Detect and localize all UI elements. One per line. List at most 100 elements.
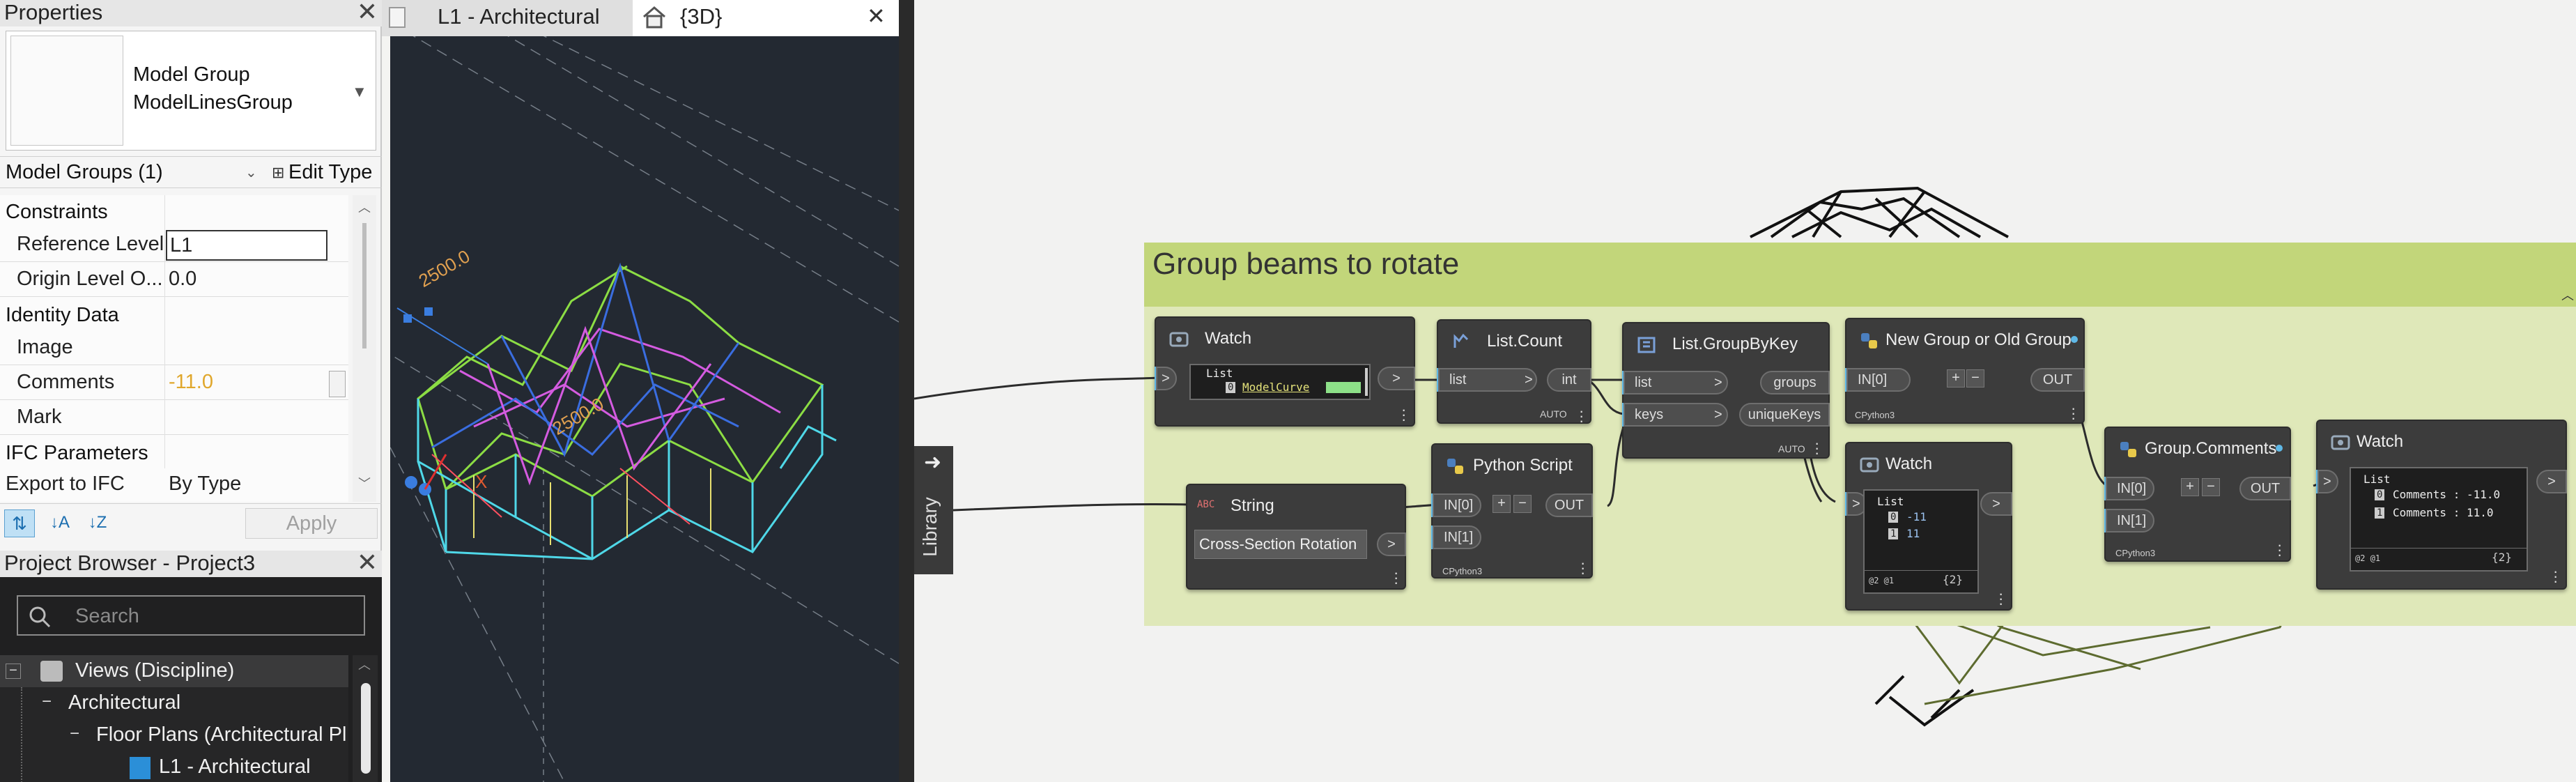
chevron-up-icon[interactable]: ︿ — [358, 658, 371, 672]
node-title: List.Count — [1487, 332, 1563, 351]
input-port[interactable]: IN[0] — [1433, 493, 1481, 517]
input-port[interactable]: > — [2317, 470, 2338, 493]
string-value-input[interactable]: Cross-Section Rotation — [1194, 530, 1367, 559]
collapse-icon[interactable]: − — [41, 692, 52, 711]
watch-preview[interactable]: List 0 ModelCurve — [1189, 364, 1371, 400]
node-title: List.GroupByKey — [1672, 335, 1798, 353]
scrollbar-thumb[interactable] — [362, 223, 367, 348]
group-by-key-node[interactable]: List.GroupByKey list> keys> groups uniqu… — [1622, 322, 1830, 461]
tab-l1-architectural[interactable]: L1 - Architectural — [385, 0, 630, 36]
chevron-down-icon[interactable]: ▼ — [352, 83, 367, 100]
edit-value-button[interactable] — [329, 371, 346, 397]
remove-input-button[interactable]: − — [2202, 478, 2220, 496]
chevron-up-icon[interactable]: ︿ — [358, 201, 371, 215]
property-value[interactable]: By Type — [169, 473, 242, 495]
group-header-identity[interactable]: Identity Data — [6, 304, 119, 326]
lacing-label: AUTO — [1778, 443, 1805, 454]
property-value[interactable]: 0.0 — [169, 268, 197, 290]
output-port[interactable]: int — [1547, 368, 1591, 392]
input-port[interactable]: list > — [1438, 368, 1537, 392]
close-icon[interactable]: ✕ — [356, 548, 378, 576]
remove-input-button[interactable]: − — [1966, 369, 1984, 388]
node-menu-icon[interactable]: ··· — [1814, 434, 1820, 461]
type-name: ModelLinesGroup — [133, 91, 293, 114]
input-port[interactable]: keys> — [1624, 403, 1728, 427]
sort-descending-icon[interactable]: ↓Z — [88, 513, 107, 532]
collapse-icon[interactable]: − — [6, 664, 21, 679]
python-node-new-group[interactable]: New Group or Old Group IN[0] + − OUT CPy… — [1845, 318, 2085, 427]
output-port[interactable]: OUT — [2239, 477, 2291, 500]
window-divider[interactable] — [899, 0, 914, 782]
node-title: New Group or Old Group — [1885, 330, 2072, 349]
categorized-sort-icon[interactable]: ⇅ — [4, 509, 35, 537]
group-header-constraints[interactable]: Constraints — [6, 201, 108, 223]
library-toggle[interactable]: ➜ Library — [914, 446, 953, 574]
input-port[interactable]: IN[0] — [1846, 368, 1911, 392]
output-port[interactable]: uniqueKeys — [1739, 403, 1830, 427]
scrollbar-thumb[interactable] — [361, 683, 371, 774]
reference-level-input[interactable]: L1 — [166, 230, 327, 261]
input-port[interactable]: IN[1] — [2106, 509, 2154, 532]
output-port[interactable]: > — [1378, 367, 1415, 390]
edit-type-button[interactable]: Edit Type — [288, 161, 373, 183]
watch-preview[interactable]: List 0 Comments : -11.0 1 Comments : 11.… — [2350, 467, 2528, 572]
input-port[interactable]: > — [1156, 367, 1177, 390]
watch-node[interactable]: Watch > > List 0 Comments : -11.0 1 Comm… — [2316, 420, 2567, 590]
node-menu-icon[interactable]: ··· — [2277, 536, 2283, 563]
chevron-down-icon[interactable]: ⌄ — [245, 165, 257, 181]
type-selector[interactable]: Model Group ModelLinesGroup ▼ — [6, 31, 376, 151]
node-menu-icon[interactable]: ··· — [1394, 564, 1399, 591]
watch-node[interactable]: Watch > > List 0 -11 1 11 @2 @1 {2} ··· — [1845, 442, 2012, 611]
dynamo-canvas[interactable]: Group beams to rotate ︿ ➜ Library — [914, 0, 2576, 782]
collapse-group-icon[interactable]: ︿ — [2561, 289, 2574, 302]
group-title[interactable]: Group beams to rotate — [1152, 247, 1460, 281]
group-header-ifc[interactable]: IFC Parameters — [6, 442, 148, 464]
add-input-button[interactable]: + — [1947, 369, 1965, 388]
tree-item[interactable]: L1 - Architectural — [0, 751, 348, 782]
properties-scrollbar[interactable]: ︿ ﹀ — [353, 195, 376, 502]
output-port[interactable]: OUT — [2030, 368, 2085, 392]
output-port[interactable]: groups — [1760, 371, 1830, 394]
tab-3d[interactable]: {3D} ✕ — [633, 0, 899, 36]
input-port[interactable]: list> — [1624, 371, 1728, 394]
list-count-node[interactable]: List.Count list > int AUTO ··· — [1437, 319, 1591, 429]
node-menu-icon[interactable]: ··· — [1401, 401, 1407, 428]
3d-viewport[interactable]: 2500.0 2500.0 X — [390, 36, 899, 782]
comments-value[interactable]: -11.0 — [169, 371, 213, 393]
watch-node[interactable]: Watch > > List 0 ModelCurve ··· — [1155, 316, 1415, 427]
output-port[interactable]: OUT — [1545, 493, 1593, 517]
scrollbar[interactable] — [1365, 368, 1368, 396]
node-menu-icon[interactable]: ··· — [1580, 554, 1586, 581]
chevron-down-icon[interactable]: ﹀ — [358, 477, 371, 491]
python-node-group-comments[interactable]: Group.Comments IN[0] IN[1] + − OUT CPyth… — [2104, 427, 2291, 562]
remove-input-button[interactable]: − — [1513, 495, 1532, 513]
close-icon[interactable]: ✕ — [867, 3, 886, 29]
string-node[interactable]: ABC String Cross-Section Rotation > ··· — [1186, 484, 1406, 590]
group-header[interactable]: Group beams to rotate ︿ — [1144, 243, 2576, 307]
node-menu-icon[interactable]: ··· — [1998, 585, 2004, 612]
tree-item[interactable]: − Views (Discipline) — [0, 655, 348, 687]
input-port[interactable]: IN[1] — [1433, 526, 1481, 549]
sort-ascending-icon[interactable]: ↓A — [49, 513, 70, 532]
property-row: Origin Level O... 0.0 — [0, 262, 348, 297]
tree-item-label: Views (Discipline) — [75, 659, 235, 682]
input-port[interactable]: IN[0] — [2106, 477, 2154, 500]
search-input[interactable]: Search — [17, 595, 365, 636]
apply-button[interactable]: Apply — [245, 508, 378, 539]
node-menu-icon[interactable]: ··· — [2071, 399, 2076, 427]
add-input-button[interactable]: + — [2181, 478, 2199, 496]
add-input-button[interactable]: + — [1493, 495, 1511, 513]
python-script-node[interactable]: Python Script IN[0] IN[1] + − OUT CPytho… — [1431, 443, 1593, 581]
close-icon[interactable]: ✕ — [356, 0, 378, 26]
tree-item[interactable]: − Floor Plans (Architectural Pl — [0, 719, 348, 751]
output-port[interactable]: > — [1377, 532, 1406, 556]
tree-item[interactable]: − Architectural — [0, 687, 348, 719]
watch-preview[interactable]: List 0 -11 1 11 @2 @1 {2} — [1863, 489, 1979, 594]
instance-selector[interactable]: Model Groups (1) — [6, 161, 163, 183]
node-menu-icon[interactable]: ··· — [2553, 562, 2559, 590]
node-menu-icon[interactable]: ··· — [1579, 402, 1584, 429]
output-port[interactable]: > — [2536, 470, 2567, 493]
collapse-icon[interactable]: − — [69, 724, 79, 743]
output-port[interactable]: > — [1980, 492, 2012, 516]
browser-scrollbar[interactable]: ︿ — [353, 655, 378, 782]
